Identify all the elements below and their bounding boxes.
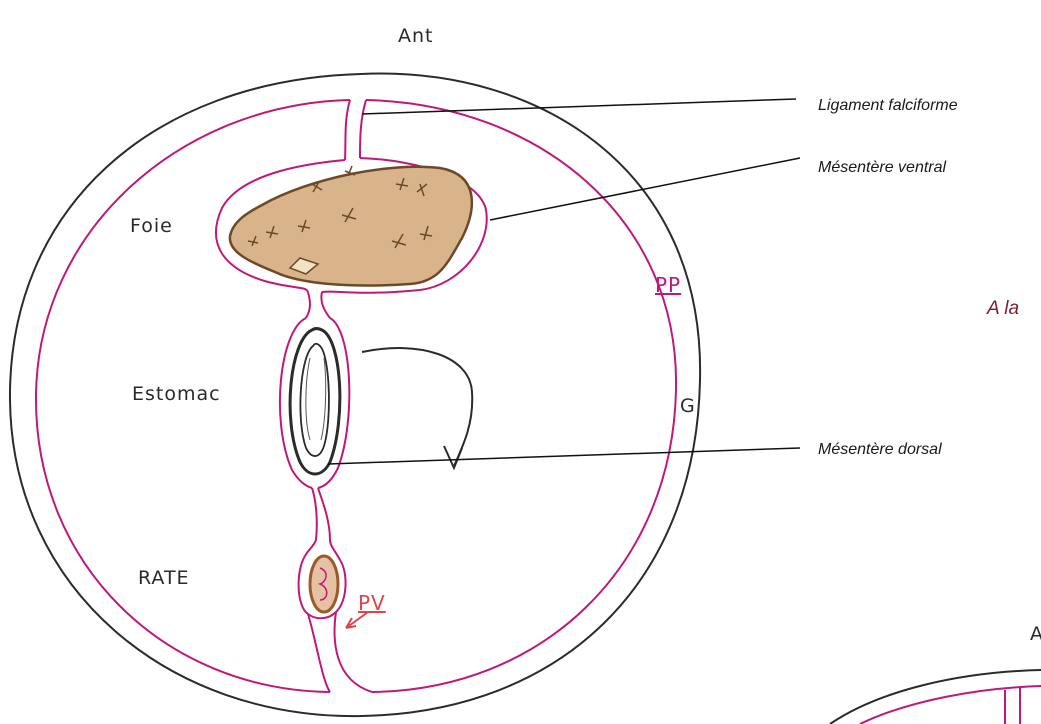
label-left-side: G <box>680 395 696 417</box>
label-stomach: Estomac <box>132 383 221 405</box>
cut-heading-text: A la <box>986 298 1019 319</box>
body-wall-outline <box>10 74 700 717</box>
liver-shape <box>230 167 472 286</box>
second-section-peritoneum <box>860 686 1041 724</box>
leader-ventral <box>490 158 800 220</box>
dorsal-mesentery-to-wall <box>308 612 372 692</box>
mesentery-liver-stomach <box>306 292 330 318</box>
label-visceral-peritoneum: PV <box>358 591 386 615</box>
label-spleen: RATE <box>138 567 190 589</box>
dorsal-mesentery <box>305 488 340 560</box>
callout-dorsal-mesentery: Mésentère dorsal <box>818 441 942 458</box>
label-parietal-peritoneum: PP <box>655 273 681 297</box>
rotation-arrow <box>362 348 472 466</box>
label-anterior: Ant <box>398 25 434 47</box>
rotation-arrowhead-icon <box>444 446 462 468</box>
leader-dorsal <box>328 448 800 464</box>
callout-ventral-mesentery: Mésentère ventral <box>818 159 947 176</box>
second-section-outline <box>830 670 1041 724</box>
stomach-mucosa <box>306 358 326 440</box>
second-section-letter: A <box>1030 623 1041 645</box>
falciform-ligament <box>345 100 366 160</box>
stomach-outer-wall <box>290 329 340 475</box>
callout-falciform-ligament: Ligament falciforme <box>818 97 958 114</box>
second-section-falciform <box>1005 688 1020 724</box>
spleen-shape <box>310 556 338 612</box>
label-liver: Foie <box>130 215 173 237</box>
